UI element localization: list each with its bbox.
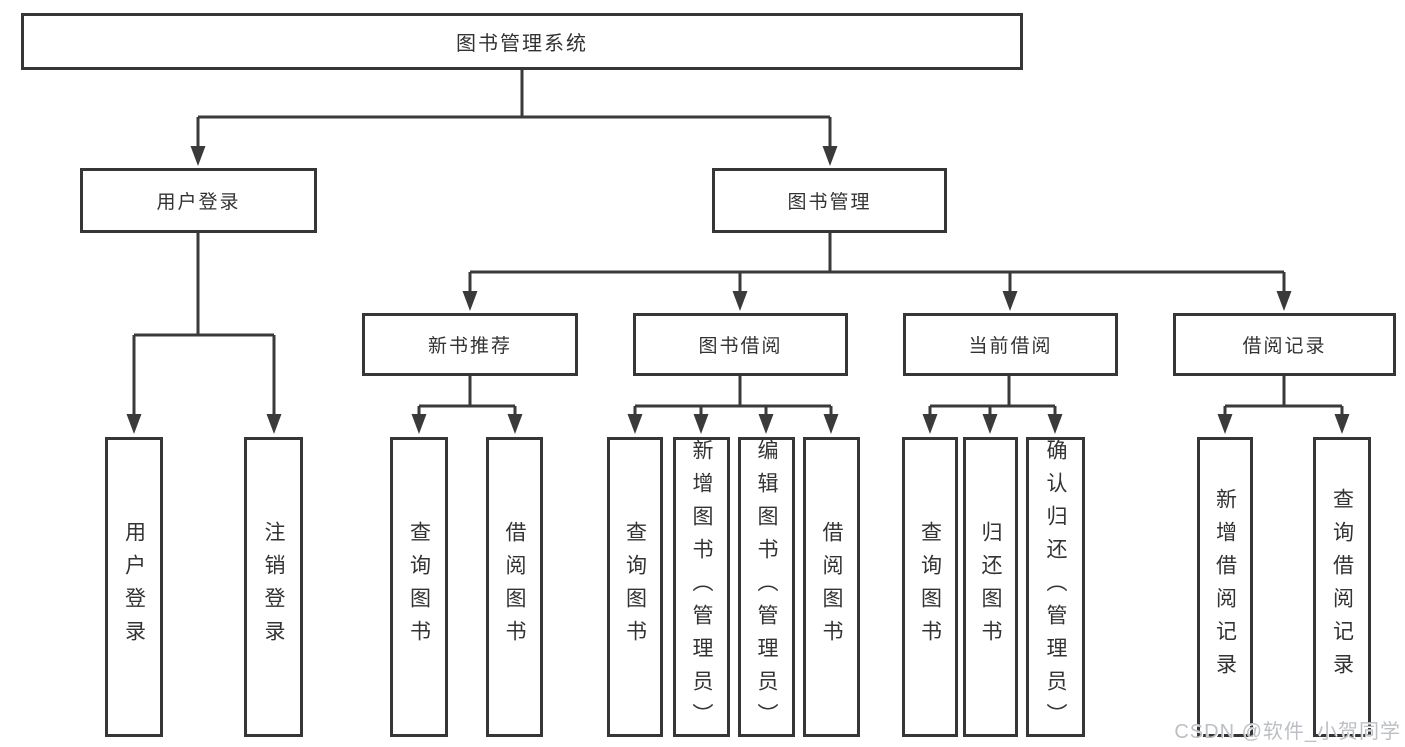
node-label: 新书推荐 xyxy=(427,336,512,357)
csdn-watermark: CSDN @软件_小贺同学 xyxy=(1174,721,1401,743)
leaf-label: 归还图书 xyxy=(979,521,1002,653)
node-borrow-records: 借阅记录 xyxy=(1173,313,1396,376)
leaf-edit-book-admin: 编辑图书（管理员） xyxy=(738,437,795,737)
leaf-label: 用户登录 xyxy=(122,521,146,653)
leaf-user-login: 用户登录 xyxy=(105,437,163,737)
leaf-query-book-borrow: 查询图书 xyxy=(607,437,663,737)
node-user-login: 用户登录 xyxy=(80,168,317,233)
node-label: 当前借阅 xyxy=(968,336,1053,357)
leaf-label: 新增图书（管理员） xyxy=(690,438,713,736)
leaf-label: 查询图书 xyxy=(623,521,647,653)
node-label: 图书管理 xyxy=(787,192,872,213)
leaf-borrow-book-recommend: 借阅图书 xyxy=(486,437,543,737)
node-label: 图书借阅 xyxy=(698,336,783,357)
leaf-borrow-book: 借阅图书 xyxy=(803,437,860,737)
leaf-query-book-current: 查询图书 xyxy=(902,437,958,737)
leaf-query-borrow-record: 查询借阅记录 xyxy=(1313,437,1371,737)
leaf-add-borrow-record: 新增借阅记录 xyxy=(1197,437,1253,737)
leaf-logout: 注销登录 xyxy=(244,437,303,737)
leaf-label: 借阅图书 xyxy=(503,521,526,653)
leaf-label: 确认归还（管理员） xyxy=(1044,438,1067,736)
leaf-confirm-return-admin: 确认归还（管理员） xyxy=(1026,437,1085,737)
leaf-label: 查询图书 xyxy=(918,521,942,653)
node-label: 图书管理系统 xyxy=(456,33,588,55)
leaf-return-book: 归还图书 xyxy=(963,437,1018,737)
leaf-query-book-recommend: 查询图书 xyxy=(390,437,448,737)
leaf-label: 借阅图书 xyxy=(820,521,843,653)
node-label: 用户登录 xyxy=(156,192,241,213)
leaf-add-book-admin: 新增图书（管理员） xyxy=(673,437,730,737)
node-label: 借阅记录 xyxy=(1242,336,1327,357)
node-new-book-recommend: 新书推荐 xyxy=(362,313,578,376)
arrowheads xyxy=(126,146,1350,434)
node-current-borrow: 当前借阅 xyxy=(903,313,1118,376)
leaf-label: 注销登录 xyxy=(262,521,285,653)
leaf-label: 查询借阅记录 xyxy=(1330,488,1354,686)
leaf-label: 编辑图书（管理员） xyxy=(755,438,778,736)
node-library-management-system: 图书管理系统 xyxy=(21,13,1023,70)
leaf-label: 查询图书 xyxy=(407,521,431,653)
node-book-borrow: 图书借阅 xyxy=(633,313,848,376)
leaf-label: 新增借阅记录 xyxy=(1213,488,1237,686)
node-book-management: 图书管理 xyxy=(712,168,947,233)
